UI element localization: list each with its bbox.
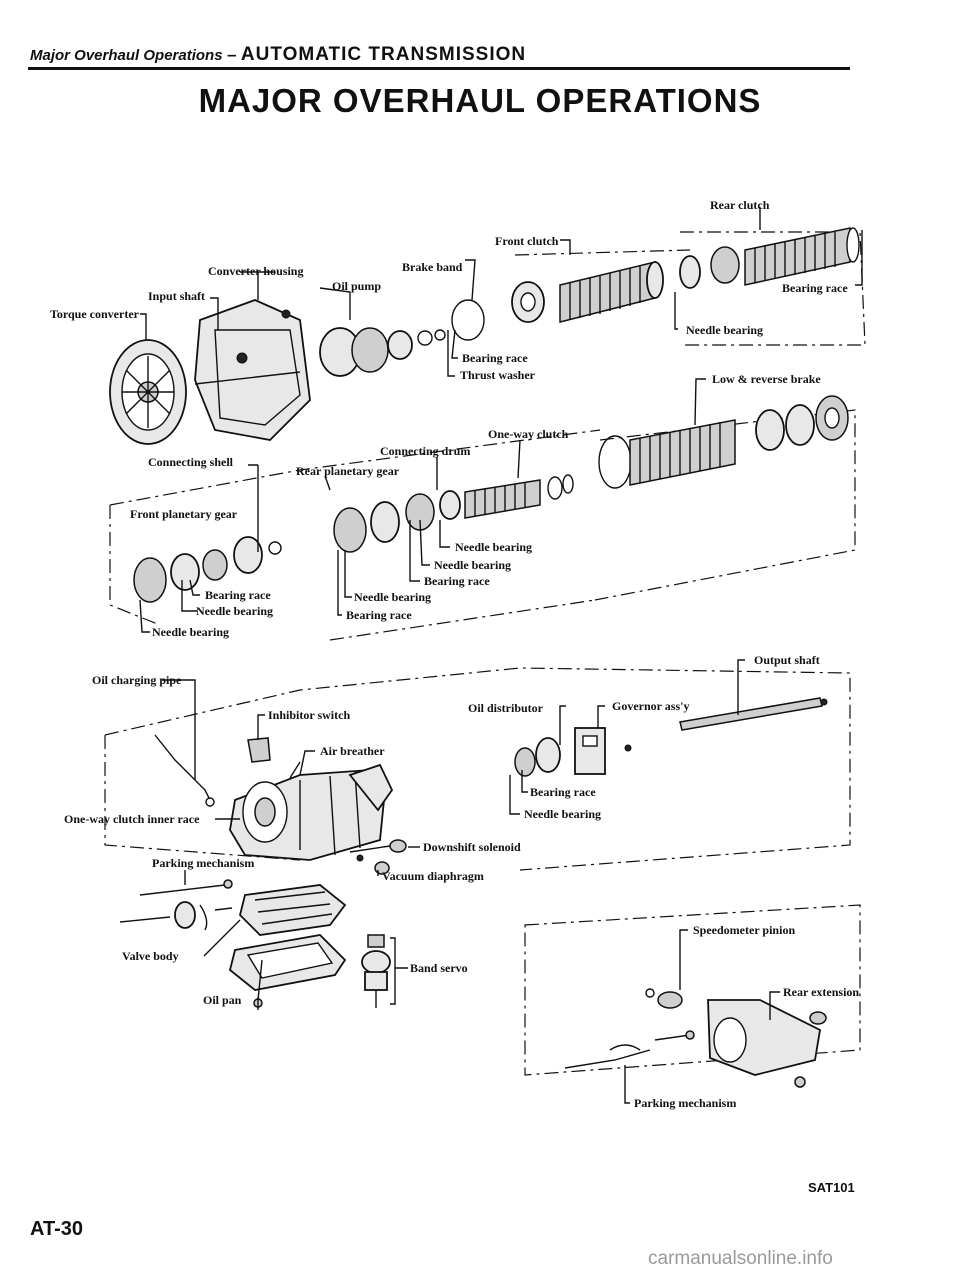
low-reverse-brake-part xyxy=(598,395,849,489)
oil-pump-part xyxy=(319,327,446,377)
label-connecting-shell: Connecting shell xyxy=(148,455,234,469)
figure-code: SAT101 xyxy=(808,1180,855,1195)
label-bearing-race-b: Bearing race xyxy=(346,608,412,622)
label-front-planetary-gear: Front planetary gear xyxy=(130,507,238,521)
label-brake-band: Brake band xyxy=(402,260,463,274)
label-inhibitor-switch: Inhibitor switch xyxy=(268,708,350,722)
transmission-case-part xyxy=(229,763,394,861)
label-output-shaft: Output shaft xyxy=(754,653,820,667)
converter-housing-part xyxy=(194,299,311,441)
label-downshift-solenoid: Downshift solenoid xyxy=(423,840,521,854)
parking-mechanism-top-part xyxy=(119,879,233,931)
oil-charging-pipe-part xyxy=(154,734,215,807)
page-title: MAJOR OVERHAUL OPERATIONS xyxy=(198,82,762,119)
planetary-and-drum-part xyxy=(333,474,574,553)
page-number: AT-30 xyxy=(30,1218,83,1240)
parking-mechanism-bottom-part xyxy=(564,1030,695,1069)
label-vacuum-diaphragm: Vacuum diaphragm xyxy=(382,869,484,883)
label-bearing-race-front: Bearing race xyxy=(205,588,271,602)
brake-band-part xyxy=(451,299,485,341)
label-front-clutch: Front clutch xyxy=(495,234,559,248)
label-one-way-clutch: One-way clutch xyxy=(488,427,569,441)
rear-clutch-part xyxy=(679,227,860,289)
label-rear-clutch: Rear clutch xyxy=(710,198,770,212)
label-air-breather: Air breather xyxy=(320,744,385,758)
valve-body-part xyxy=(239,884,347,936)
label-bearing-race-a: Bearing race xyxy=(424,574,490,588)
label-governor-assy: Governor ass'y xyxy=(612,699,689,713)
label-valve-body: Valve body xyxy=(122,949,179,963)
label-oil-distributor: Oil distributor xyxy=(468,701,544,715)
label-needle-bearing-front-a: Needle bearing xyxy=(196,604,273,618)
header-title: AUTOMATIC TRANSMISSION xyxy=(240,44,527,65)
label-oil-charging-pipe: Oil charging pipe xyxy=(92,673,182,687)
frame-lines xyxy=(104,231,866,1076)
leader-lines xyxy=(139,207,863,1104)
label-input-shaft: Input shaft xyxy=(148,289,205,303)
label-converter-housing: Converter housing xyxy=(208,264,303,278)
label-needle-bearing-dist: Needle bearing xyxy=(524,807,601,821)
running-header: Major Overhaul Operations – AUTOMATIC TR… xyxy=(30,44,526,66)
front-clutch-part xyxy=(511,261,664,323)
label-needle-bearing-front-b: Needle bearing xyxy=(152,625,229,639)
label-needle-bearing-a: Needle bearing xyxy=(455,540,532,554)
label-needle-bearing-rear-clutch: Needle bearing xyxy=(686,323,763,337)
label-needle-bearing-b: Needle bearing xyxy=(434,558,511,572)
label-low-reverse-brake: Low & reverse brake xyxy=(712,372,821,386)
header-section: Major Overhaul Operations xyxy=(30,47,223,64)
inhibitor-switch-part xyxy=(247,737,301,779)
label-bearing-race-dist: Bearing race xyxy=(530,785,596,799)
label-rear-extension: Rear extension xyxy=(783,985,859,999)
oil-distributor-part xyxy=(514,727,632,777)
label-one-way-clutch-inner-race: One-way clutch inner race xyxy=(64,812,200,826)
header-dash: – xyxy=(227,45,237,64)
label-connecting-drum: Connecting drum xyxy=(380,444,470,458)
output-shaft-part xyxy=(679,697,828,731)
label-rear-planetary-gear: Rear planetary gear xyxy=(296,464,400,478)
label-oil-pan: Oil pan xyxy=(203,993,242,1007)
label-speedometer-pinion: Speedometer pinion xyxy=(693,923,795,937)
rear-extension-part xyxy=(645,988,827,1088)
oil-pan-part xyxy=(228,934,347,1010)
label-needle-bearing-c: Needle bearing xyxy=(354,590,431,604)
label-bearing-race-pump: Bearing race xyxy=(462,351,528,365)
header-rule xyxy=(28,67,850,70)
label-band-servo: Band servo xyxy=(410,961,468,975)
torque-converter-part xyxy=(109,339,187,445)
label-oil-pump: Oil pump xyxy=(332,279,381,293)
label-thrust-washer: Thrust washer xyxy=(460,368,536,382)
label-bearing-race-rear-clutch: Bearing race xyxy=(782,281,848,295)
part-labels: Rear clutch Front clutch Converter housi… xyxy=(50,198,859,1110)
band-servo-part xyxy=(361,934,391,1008)
label-parking-mechanism-bottom: Parking mechanism xyxy=(634,1096,736,1110)
watermark: carmanualsonline.info xyxy=(648,1248,833,1269)
front-planetary-part xyxy=(133,536,282,603)
label-torque-converter: Torque converter xyxy=(50,307,140,321)
label-parking-mechanism-top: Parking mechanism xyxy=(152,856,254,870)
